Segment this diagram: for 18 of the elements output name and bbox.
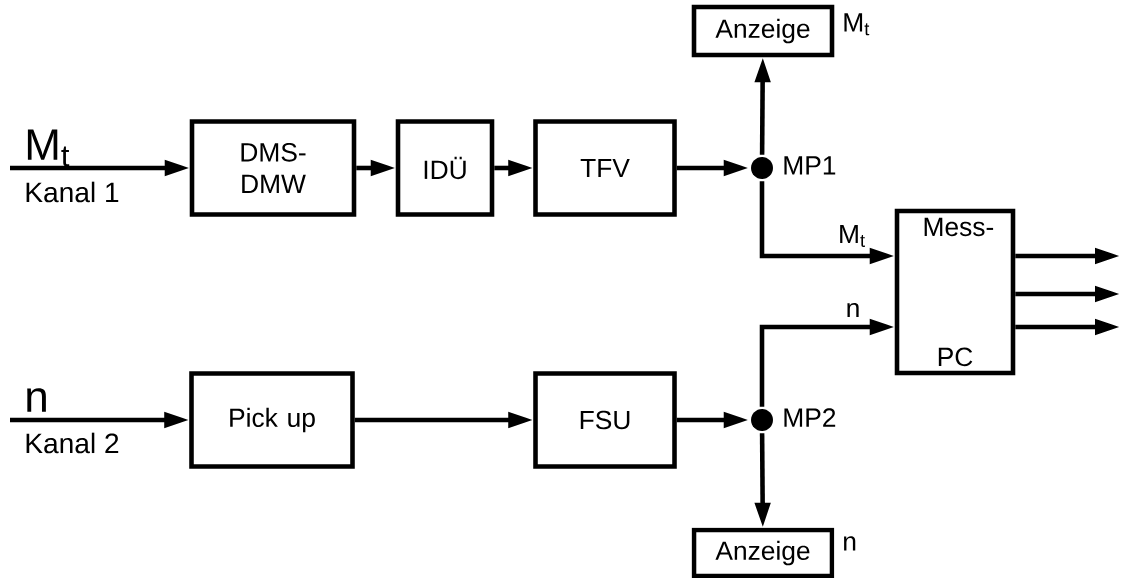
- node-label: n: [844, 536, 856, 551]
- block-box: TFV: [533, 119, 677, 217]
- signal-label: n: [27, 388, 46, 412]
- edge-label: n: [847, 302, 859, 318]
- block-box: IDÜ: [395, 119, 495, 217]
- signal-label: Kanal 2: [26, 432, 119, 454]
- node-label: M$_{t}$: [844, 13, 870, 36]
- signal-label: Kanal 1: [26, 181, 119, 203]
- block-box: Anzeige: [691, 527, 835, 578]
- node-label: MP1: [784, 156, 836, 175]
- edge-label: M$_{t}$: [840, 224, 865, 247]
- block-box: Mess- PC: [894, 208, 1016, 376]
- block-box: Pick up: [189, 371, 355, 469]
- signal-label: M$_{t}$: [27, 129, 70, 167]
- block-box: FSU: [533, 371, 677, 469]
- node-label: MP2: [784, 408, 836, 427]
- block-box: Anzeige: [691, 4, 835, 58]
- block-box: DMS-DMW: [189, 119, 357, 217]
